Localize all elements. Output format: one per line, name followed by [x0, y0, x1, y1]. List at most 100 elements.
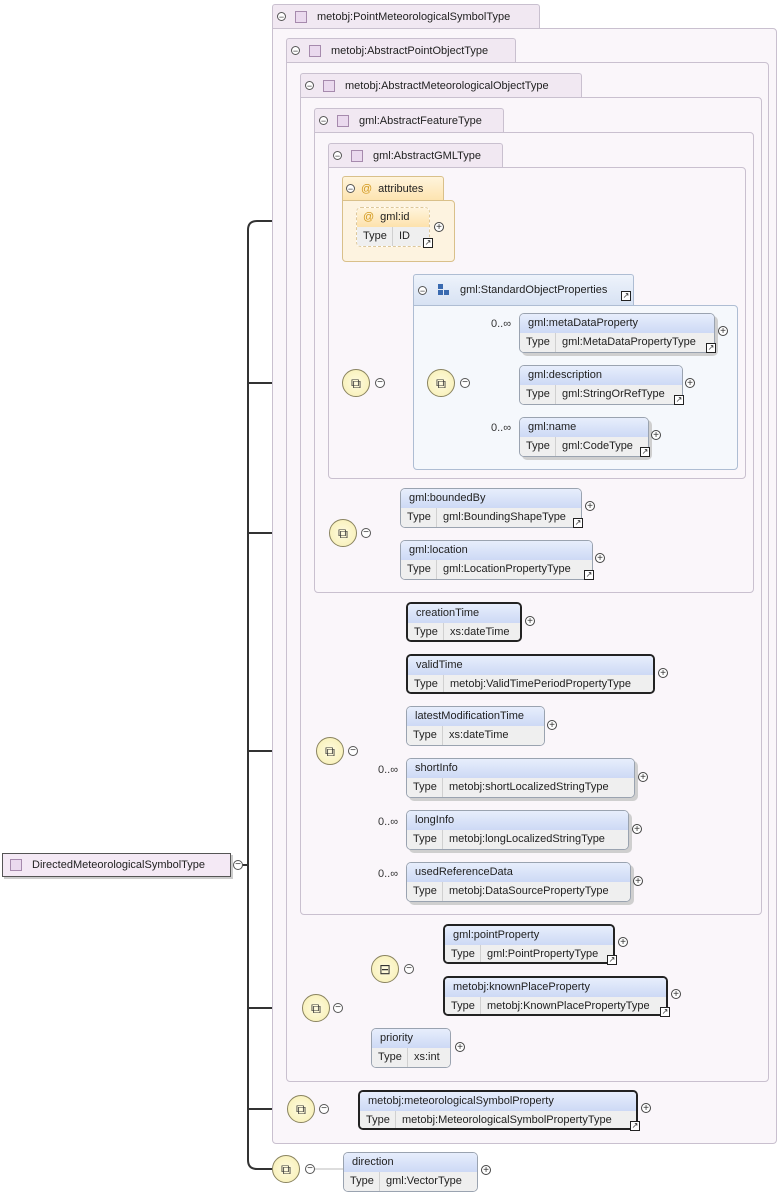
type-link-icon[interactable]: ↗ — [630, 1121, 640, 1131]
type-key: Type — [407, 830, 443, 849]
cardinality: 0..∞ — [378, 868, 399, 880]
expand-icon[interactable]: + — [633, 876, 643, 887]
type-header-abstract-feature[interactable]: −gml:AbstractFeatureType — [314, 108, 504, 132]
collapse-icon[interactable]: − — [305, 81, 314, 91]
type-header-abstract-meteorological-object[interactable]: −metobj:AbstractMeteorologicalObjectType — [300, 73, 582, 97]
type-link-icon[interactable]: ↗ — [573, 518, 583, 528]
collapse-icon[interactable]: − — [404, 964, 414, 974]
collapse-icon[interactable]: − — [305, 1164, 315, 1174]
type-value: xs:int — [414, 1051, 440, 1063]
type-key: Type — [401, 508, 437, 527]
type-link-icon[interactable]: ↗ — [423, 238, 433, 248]
sequence-compositor-icon[interactable]: ⧉ — [302, 994, 330, 1022]
collapse-icon[interactable]: − — [361, 528, 371, 538]
element-name: gml:metaDataProperty — [520, 314, 714, 333]
collapse-icon[interactable]: − — [348, 746, 358, 756]
expand-icon[interactable]: + — [638, 772, 648, 783]
sequence-compositor-icon[interactable]: ⧉ — [287, 1095, 315, 1123]
expand-icon[interactable]: + — [671, 989, 681, 1000]
attributes-header[interactable]: − @ attributes — [342, 176, 444, 200]
type-link-icon[interactable]: ↗ — [621, 291, 631, 301]
choice-compositor-icon[interactable]: ⊟ — [371, 955, 399, 983]
sequence-compositor-icon[interactable]: ⧉ — [316, 737, 344, 765]
sequence-compositor-icon[interactable]: ⧉ — [329, 519, 357, 547]
expand-icon[interactable]: + — [585, 501, 595, 512]
type-value: metobj:ValidTimePeriodPropertyType — [450, 678, 631, 690]
attributes-label: attributes — [378, 182, 424, 195]
collapse-icon[interactable]: − — [333, 151, 342, 161]
expand-icon[interactable]: + — [595, 553, 605, 564]
cardinality: 0..∞ — [491, 422, 512, 434]
expand-icon[interactable]: + — [641, 1103, 651, 1114]
type-header-point-meteorological-symbol[interactable]: −metobj:PointMeteorologicalSymbolType — [272, 4, 540, 28]
type-value: xs:dateTime — [450, 626, 510, 638]
type-header-abstract-point-object[interactable]: −metobj:AbstractPointObjectType — [286, 38, 516, 62]
collapse-icon[interactable]: − — [333, 1003, 343, 1013]
type-value: metobj:longLocalizedStringType — [449, 833, 605, 845]
type-value: gml:VectorType — [386, 1175, 462, 1187]
expand-icon[interactable]: + — [481, 1165, 491, 1176]
group-header[interactable]: − gml:StandardObjectProperties — [413, 274, 634, 305]
sequence-compositor-icon[interactable]: ⧉ — [342, 369, 370, 397]
collapse-icon[interactable]: − — [291, 46, 300, 56]
element-valid-time[interactable]: validTime Type metobj:ValidTimePeriodProp… — [406, 654, 655, 694]
collapse-icon[interactable]: − — [346, 184, 355, 194]
expand-icon[interactable]: + — [618, 937, 628, 948]
collapse-icon[interactable]: − — [233, 860, 243, 870]
element-name: shortInfo — [407, 759, 634, 778]
type-key: Type — [357, 227, 393, 246]
expand-icon[interactable]: + — [651, 430, 661, 441]
expand-icon[interactable]: + — [632, 824, 642, 835]
expand-icon[interactable]: + — [685, 378, 695, 389]
expand-icon[interactable]: + — [455, 1042, 465, 1053]
type-label: gml:AbstractGMLType — [373, 149, 481, 162]
cardinality: 0..∞ — [378, 764, 399, 776]
type-key: Type — [408, 675, 444, 692]
element-name: priority — [372, 1029, 450, 1048]
root-type-box[interactable]: DirectedMeteorologicalSymbolType — [2, 853, 231, 877]
type-link-icon[interactable]: ↗ — [674, 395, 684, 405]
sequence-compositor-icon[interactable]: ⧉ — [272, 1155, 300, 1183]
collapse-icon[interactable]: − — [319, 1104, 329, 1114]
type-header-abstract-gml[interactable]: − gml:AbstractGMLType — [328, 143, 503, 167]
sequence-compositor-icon[interactable]: ⧉ — [427, 369, 455, 397]
element-name: usedReferenceData — [407, 863, 630, 882]
collapse-icon[interactable]: − — [418, 285, 427, 296]
collapse-icon[interactable]: − — [277, 12, 286, 22]
type-value: metobj:DataSourcePropertyType — [449, 885, 609, 897]
element-name: latestModificationTime — [407, 707, 544, 726]
type-link-icon[interactable]: ↗ — [660, 1007, 670, 1017]
type-key: Type — [344, 1172, 380, 1191]
expand-icon[interactable]: + — [718, 326, 728, 337]
expand-icon[interactable]: + — [434, 222, 444, 233]
type-link-icon[interactable]: ↗ — [607, 955, 617, 965]
type-link-icon[interactable]: ↗ — [706, 343, 716, 353]
at-icon: @ — [363, 211, 375, 223]
type-link-icon[interactable]: ↗ — [640, 447, 650, 457]
element-name: validTime — [408, 656, 653, 675]
collapse-icon[interactable]: − — [319, 116, 328, 126]
expand-icon[interactable]: + — [547, 720, 557, 731]
element-name: gml:id — [380, 211, 410, 223]
type-link-icon[interactable]: ↗ — [584, 570, 594, 580]
expand-icon[interactable]: + — [525, 616, 535, 627]
expand-icon[interactable]: + — [658, 668, 668, 679]
element-meteorological-symbol-property[interactable]: metobj:meteorologicalSymbolProperty Type… — [358, 1090, 638, 1130]
collapse-icon[interactable]: − — [375, 378, 385, 388]
collapse-icon[interactable]: − — [460, 378, 470, 388]
